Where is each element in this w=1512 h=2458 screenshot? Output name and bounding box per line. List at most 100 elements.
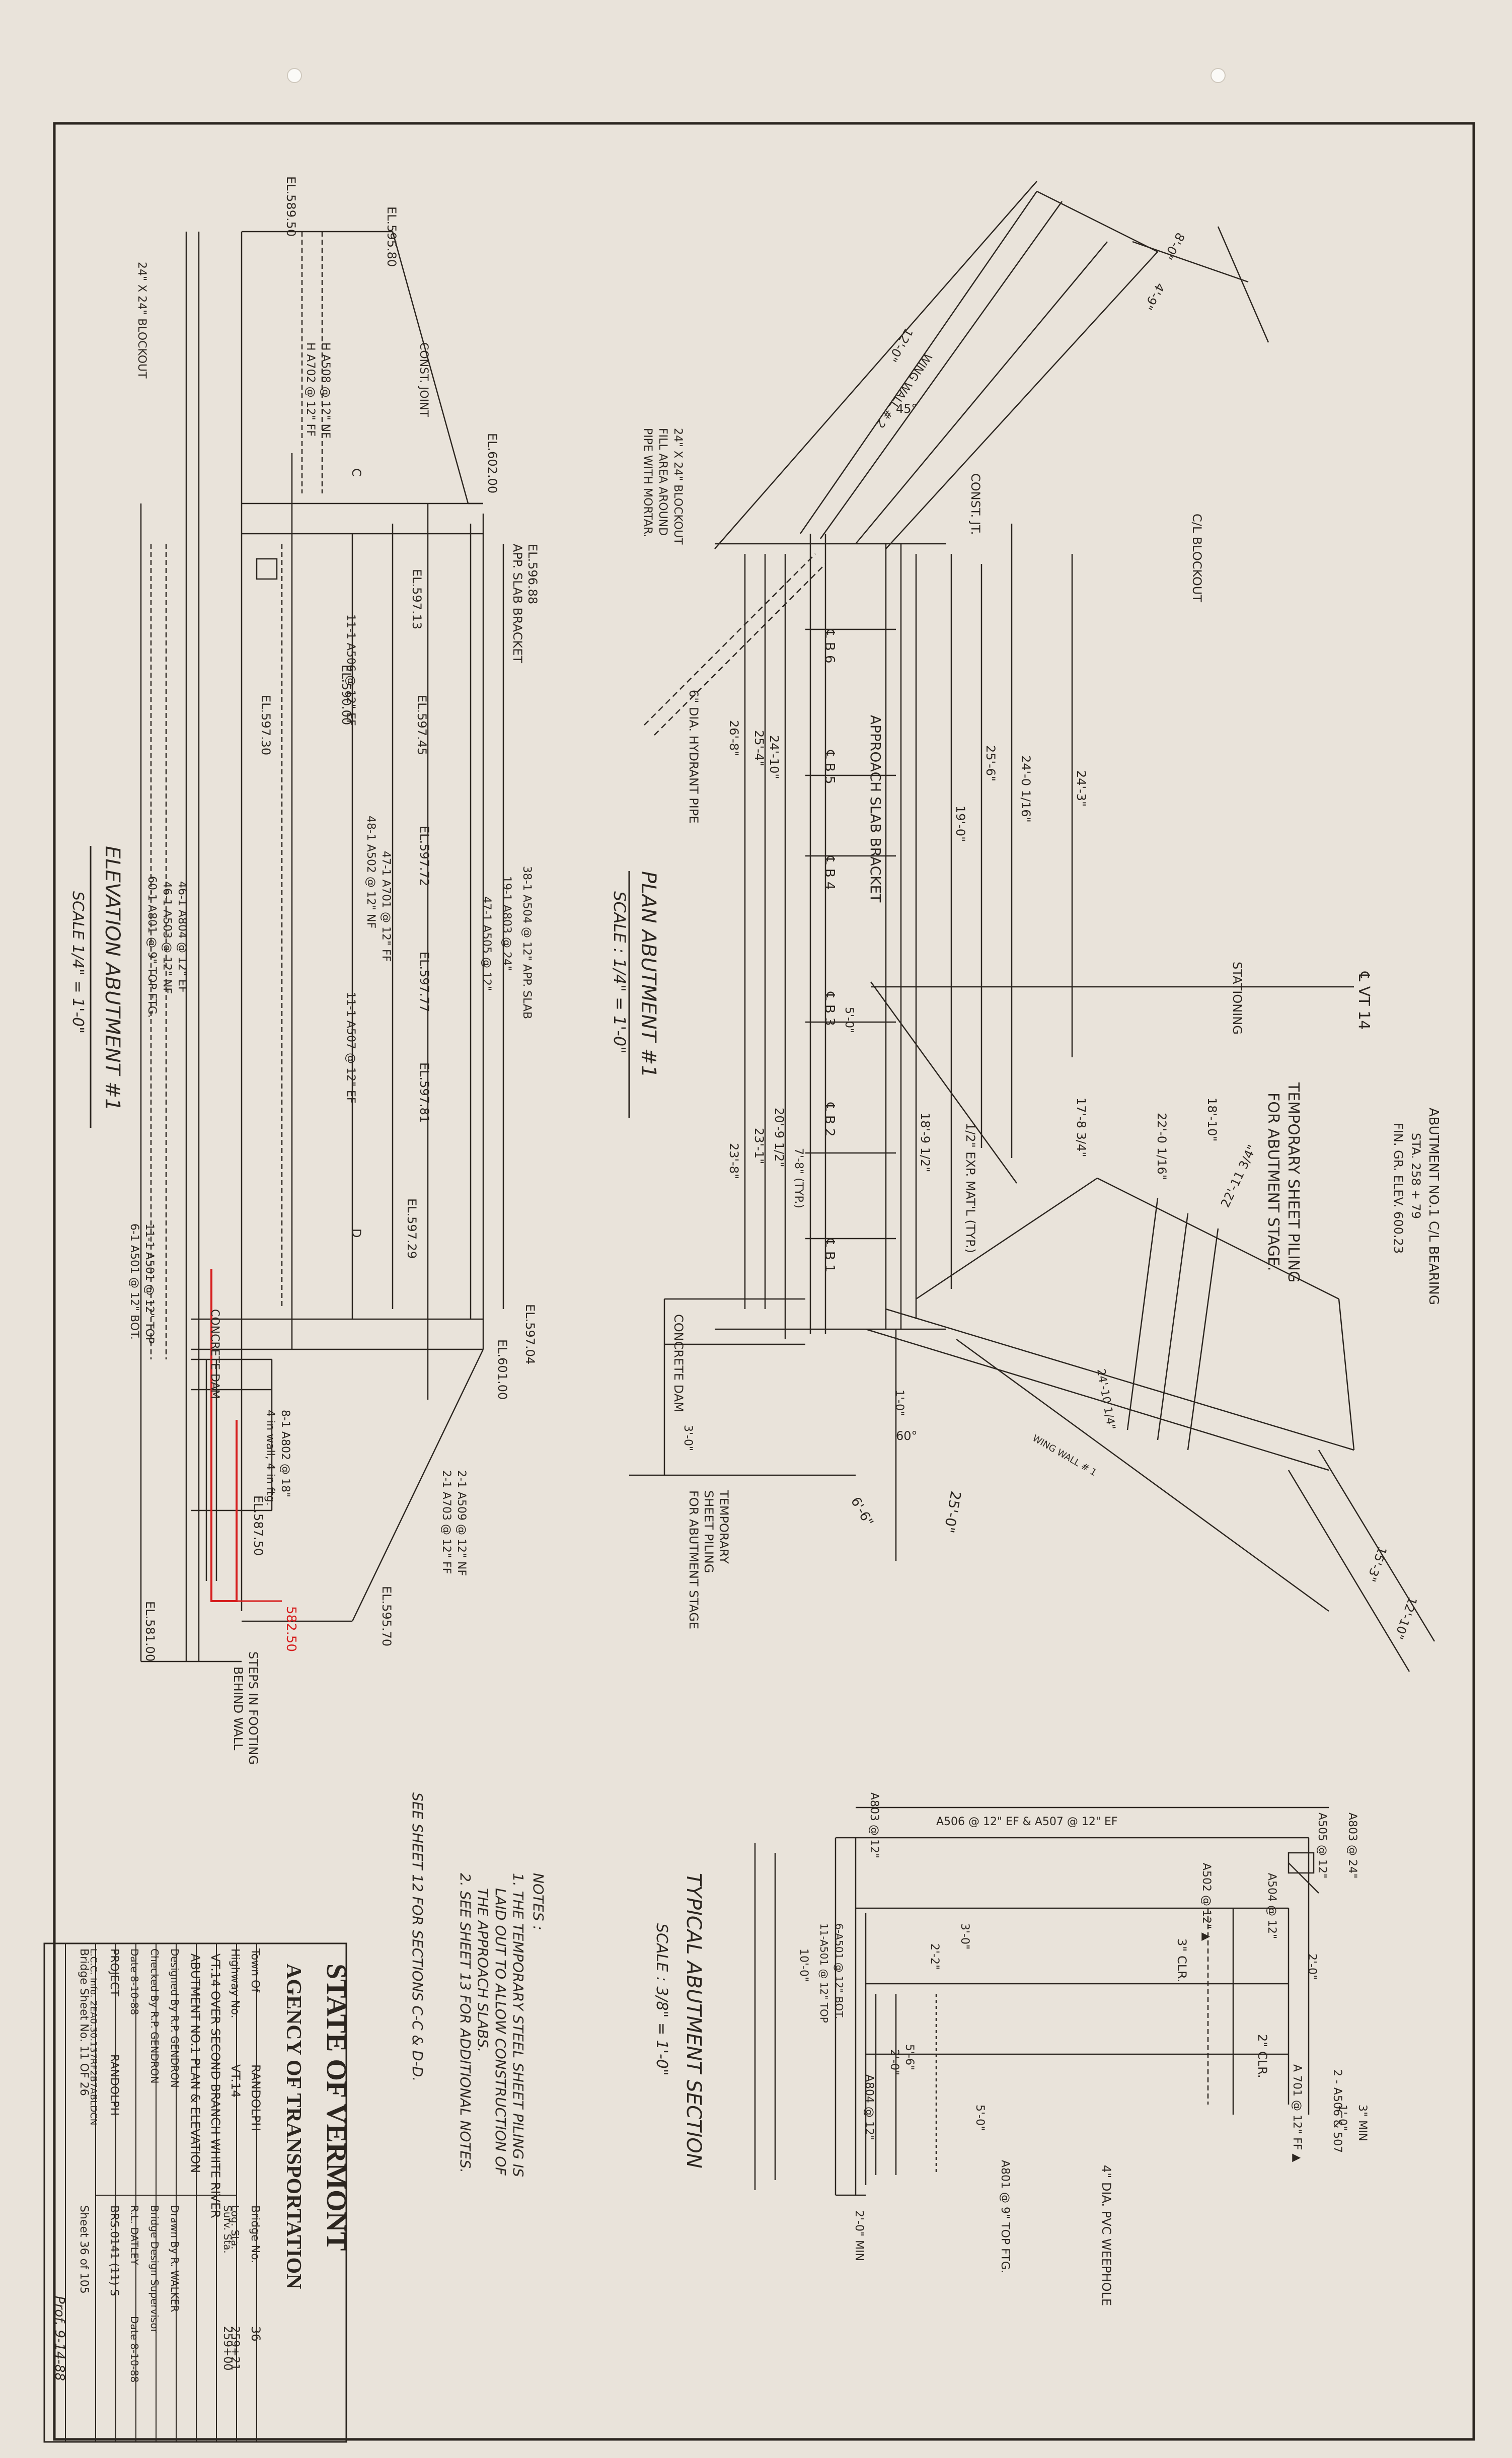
dim-label: 6'-6" <box>848 1495 876 1529</box>
elev-label: EL.597.30 <box>259 695 273 755</box>
beam-label: ℄ B 4 <box>822 855 837 890</box>
dim-label: 15'-3" <box>1364 1545 1390 1583</box>
elevation-title: ELEVATION ABUTMENT #1 <box>101 846 124 1111</box>
beam-label: ℄ B 1 <box>822 1238 837 1273</box>
elev-label: EL.596.88 <box>525 544 540 604</box>
bridge-no-value: 36 <box>249 2326 263 2342</box>
plan-bearing-elev: FIN. GR. ELEV. 600.23 <box>1391 1123 1405 1254</box>
section-dim: 3'-0" <box>958 1923 971 1949</box>
highway-label: Highway No. <box>229 1948 241 2018</box>
title-agency: AGENCY OF TRANSPORTATION <box>282 1964 305 2289</box>
steps-label2: BEHIND WALL <box>231 1667 245 1751</box>
dim-label: 19'-0" <box>953 806 967 842</box>
bars-label: 19-1 A803 @ 24" <box>500 876 513 971</box>
piling-b-label2: SHEET PILING <box>702 1490 716 1573</box>
elev-label: EL.597.72 <box>417 826 431 886</box>
dim-label: 24'-0 1/16" <box>1019 755 1033 823</box>
dim-label: 1'-0" <box>893 1390 905 1416</box>
notes-block: NOTES : 1. THE TEMPORARY STEEL SHEET PIL… <box>409 1792 547 2177</box>
elev-red-label: 582.50 <box>283 1606 298 1652</box>
blockout-label2: FILL AREA AROUND <box>656 428 669 536</box>
dim-label: 26'-8" <box>727 720 741 756</box>
elevation-scale: SCALE 1/4" = 1'-0" <box>69 891 87 1034</box>
elev-label: EL.590.00 <box>339 665 353 725</box>
dim-label: 12'-0" <box>885 326 916 364</box>
dim-label: 22'-11 3/4" <box>1218 1143 1259 1210</box>
elev-label: EL.601.00 <box>495 1339 509 1400</box>
title-state: STATE OF VERMONT <box>321 1964 352 2251</box>
elev-label: EL.597.77 <box>417 952 431 1012</box>
section-title: TYPICAL ABUTMENT SECTION <box>682 1873 705 2168</box>
section-a504: A504 @ 12" <box>1265 1873 1278 1939</box>
dim-label: 22'-0 1/16" <box>1155 1113 1169 1180</box>
elev-label: EL.581.00 <box>143 1601 157 1661</box>
blockout-label: 24" X 24" BLOCKOUT <box>135 262 148 379</box>
dim-label: 25'-4" <box>752 730 766 766</box>
bars-label: 2-1 A509 @ 12" NF <box>455 1470 468 1576</box>
dim-label: 24'-10" <box>767 735 781 779</box>
section-a801: A801 @ 9" TOP FTG. <box>999 2160 1011 2273</box>
stationing-label: STATIONING <box>1230 962 1244 1035</box>
section-a502: A502 @ 12" ▲ <box>1200 1863 1213 1941</box>
punch-hole <box>1211 68 1226 83</box>
town-value: RANDOLPH <box>249 2064 263 2131</box>
project-no: BRS.0141 (11) S <box>108 2205 120 2296</box>
supervisor-name: R.L. DATLEY <box>128 2205 140 2266</box>
project-town: RANDOLPH <box>108 2054 120 2116</box>
section-clr3: 3" CLR. <box>1175 1938 1189 1983</box>
designed-by: Designed By R.P. GENDRON <box>169 1948 181 2088</box>
const-joint-label: CONST. JOINT <box>417 342 430 417</box>
elev-label: EL.597.13 <box>410 569 424 629</box>
blockout-label: 24" X 24" BLOCKOUT <box>671 428 684 545</box>
plan-bearing-sta: STA. 258 + 79 <box>1409 1133 1423 1219</box>
note-see: SEE SHEET 12 FOR SECTIONS C-C & D-D. <box>409 1792 426 2081</box>
bars-label: 6-1 A501 @ 12" BOT. <box>128 1223 140 1340</box>
sheet-number: Sheet 36 of 105 <box>78 2205 90 2294</box>
highway-value: VT.14 <box>229 2064 243 2098</box>
section-dim: 10'-0" <box>797 1948 810 1982</box>
note-1b: LAID OUT TO ALLOW CONSTRUCTION OF <box>492 1888 509 2176</box>
exp-mat-label: 1/2" EXP. MAT'L (TYP.) <box>963 1123 977 1253</box>
elev-label: EL.597.04 <box>523 1304 537 1364</box>
section-dim: 5'-0" <box>973 2105 986 2131</box>
approach-slab-label: APPROACH SLAB BRACKET <box>867 715 884 903</box>
drawn-by: Drawn By R. WALKER <box>169 2205 181 2312</box>
sheet-border <box>53 122 1475 2441</box>
piling-b-label3: FOR ABUTMENT STAGE <box>687 1490 701 1629</box>
section-a501b: 11-A501 @ 12" TOP <box>818 1923 830 2023</box>
h-bars-label2: H A702 @ 12" FF <box>304 342 317 437</box>
beam-label: ℄ B 6 <box>822 629 837 664</box>
elev-label: EL.597.29 <box>405 1198 419 1259</box>
elev-label: EL.597.45 <box>415 695 429 755</box>
bridge-no-label: Bridge No. <box>249 2205 261 2263</box>
beam-label: ℄ B 5 <box>822 750 837 784</box>
punch-hole <box>287 68 302 83</box>
elevation-abutment-view <box>140 231 504 1662</box>
section-a505: A505 @ 12" <box>1316 1813 1328 1878</box>
bars-label: 11-1 A506 @ 12" EF <box>344 614 357 726</box>
dim-label: 25'-6" <box>984 745 998 781</box>
section-dim: 3" MIN <box>1356 2105 1369 2141</box>
beam-label: ℄ B 3 <box>822 991 837 1026</box>
section-a804: A804 @ 12" <box>863 2074 875 2140</box>
sheet-title-text: ABUTMENT NO.1 PLAN & ELEVATION <box>188 1954 202 2173</box>
section-annotations: A506 @ 12" EF & A507 @ 12" EF A803 @ 12"… <box>653 1792 1369 2306</box>
angle-label: 60° <box>896 1429 918 1443</box>
angle-label: 45° <box>896 402 918 416</box>
project-label: PROJECT <box>108 1948 120 1997</box>
plan-bearing-label: ABUTMENT NO.1 C/L BEARING <box>1426 1108 1441 1305</box>
section-top-bars: A506 @ 12" EF & A507 @ 12" EF <box>936 1816 1118 1828</box>
section-a501: 6-A501 @ 12" BOT. <box>833 1923 845 2019</box>
note-2: 2. SEE SHEET 13 FOR ADDITIONAL NOTES. <box>457 1873 474 2173</box>
note-1: 1. THE TEMPORARY STEEL SHEET PILING IS <box>510 1873 526 2177</box>
section-weep: 4" DIA. PVC WEEPHOLE <box>1099 2165 1113 2306</box>
beam-label: ℄ B 2 <box>822 1102 837 1137</box>
plan-piling-label2: FOR ABUTMENT STAGE. <box>1264 1093 1282 1271</box>
elev-label: EL.587.50 <box>251 1495 265 1556</box>
bars-label: 38-1 A504 @ 12" APP. SLAB <box>520 866 533 1019</box>
h-bars-label: H A508 @ 12" NF <box>319 342 332 439</box>
dim-label: 25'-0" <box>940 1490 964 1535</box>
cl-blockout-label: C/L BLOCKOUT <box>1190 514 1204 602</box>
section-dim: 1'-0" <box>1336 2105 1348 2131</box>
